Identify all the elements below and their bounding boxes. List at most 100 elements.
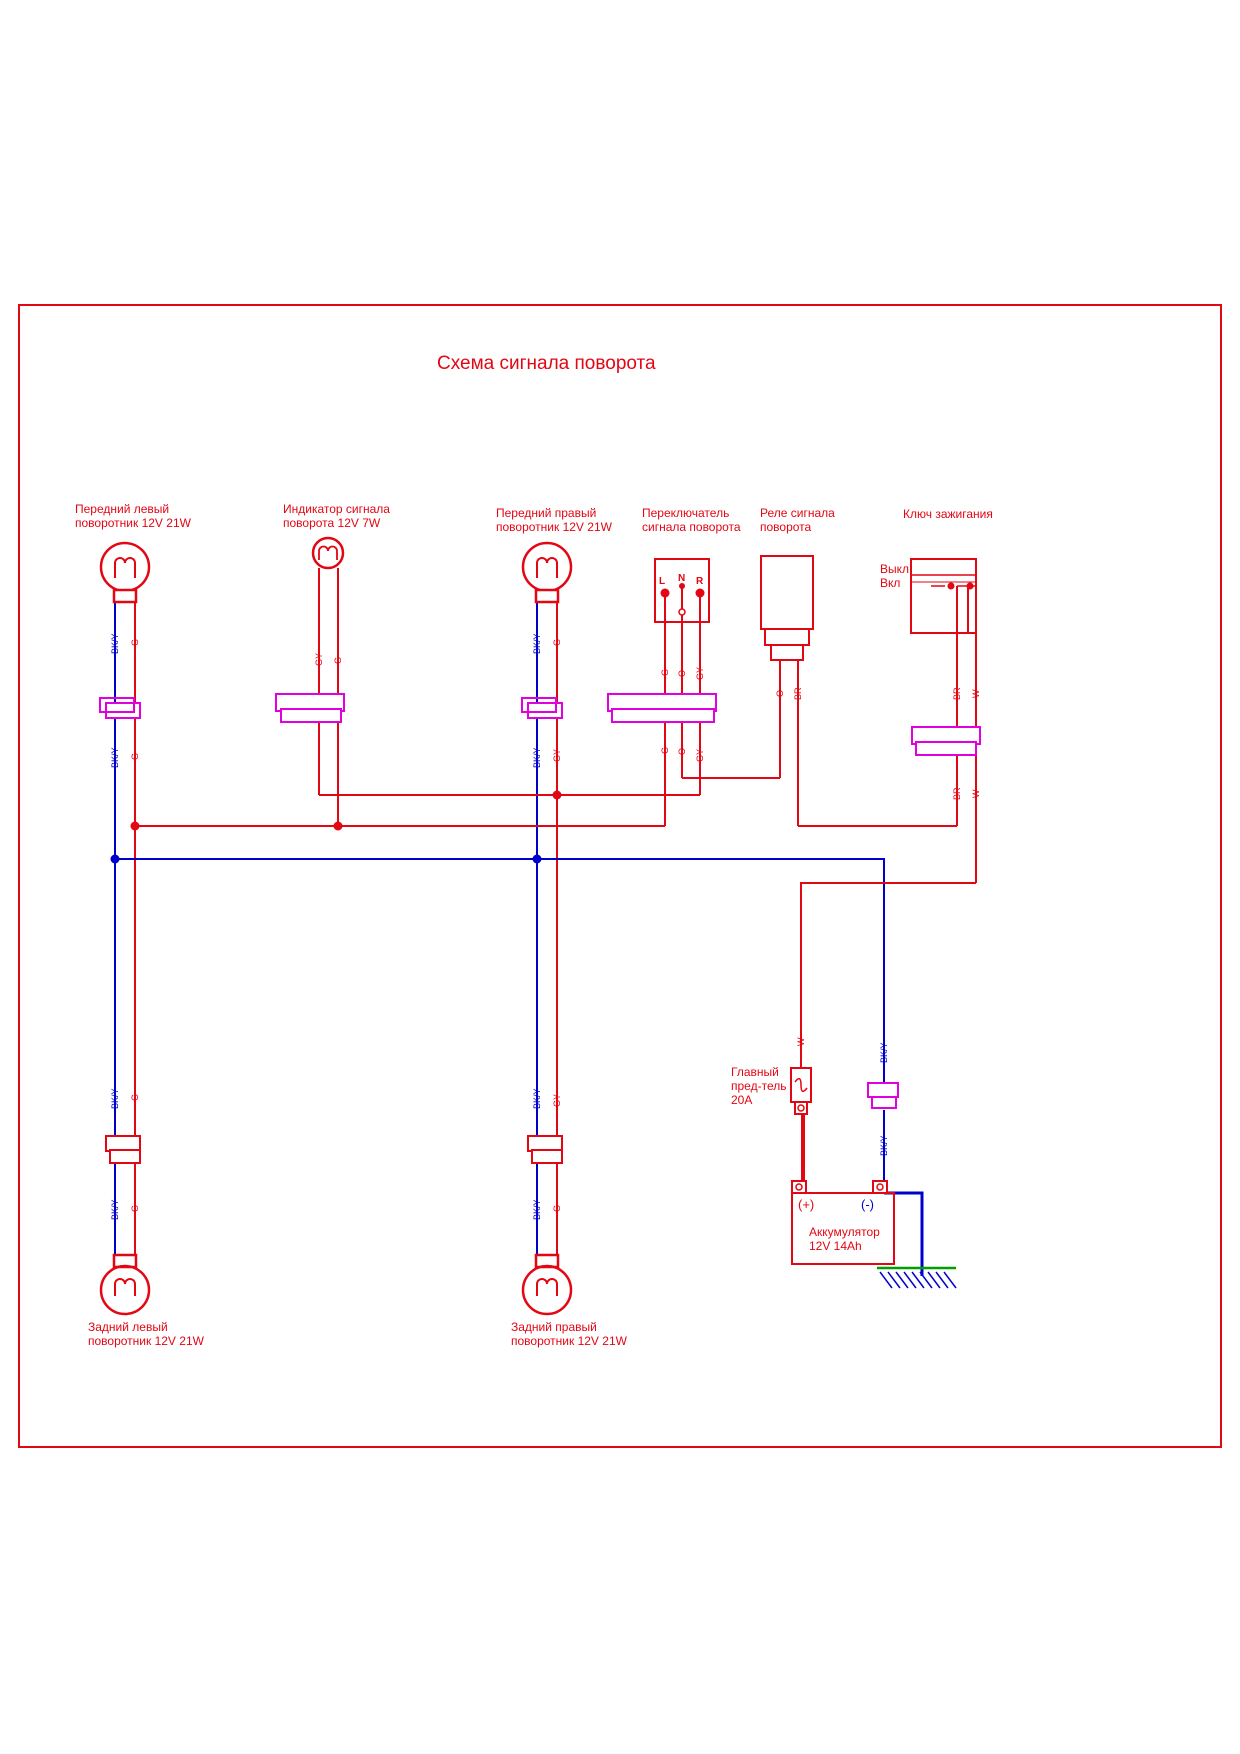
wire-code: G xyxy=(130,1205,140,1212)
svg-text:Передний правый: Передний правый xyxy=(496,506,596,520)
wire-code: GY xyxy=(552,749,562,762)
bus-w xyxy=(800,882,976,1075)
battery-name: Аккумулятор xyxy=(809,1225,880,1239)
wire-code: BK/Y xyxy=(110,1088,120,1109)
connector-front-right xyxy=(527,702,563,719)
wire-code: O xyxy=(677,748,687,755)
svg-text:поворотник 12V 21W: поворотник 12V 21W xyxy=(88,1334,205,1348)
wire-code: BK/Y xyxy=(532,633,542,654)
svg-text:поворотник 12V 21W: поворотник 12V 21W xyxy=(75,516,192,530)
rear-right-lamp xyxy=(521,1253,573,1316)
battery-plus-label: (+) xyxy=(798,1197,814,1212)
wire-code: BK/Y xyxy=(879,1135,889,1156)
svg-text:Задний левый: Задний левый xyxy=(88,1320,168,1334)
svg-text:L: L xyxy=(659,576,665,587)
relay-label: Реле сигнала поворота xyxy=(760,506,835,534)
ignition-label: Ключ зажигания xyxy=(903,507,993,521)
wire-code: BK/Y xyxy=(879,1042,889,1063)
ignition-on-label: Вкл xyxy=(880,576,900,590)
svg-text:20А: 20А xyxy=(731,1093,752,1107)
connector-rear-right xyxy=(527,1135,563,1152)
wire-code-labels: BK/Y G BK/Y G GY G BK/Y G BK/Y GY G O GY… xyxy=(110,633,981,1220)
wire-code: G xyxy=(660,669,670,676)
junction-dot xyxy=(552,790,562,800)
svg-text:Задний правый: Задний правый xyxy=(511,1320,597,1334)
svg-text:поворота 12V 7W: поворота 12V 7W xyxy=(283,516,381,530)
wire-code: O xyxy=(775,690,785,697)
turn-signal-relay xyxy=(760,555,814,661)
wire-code: W xyxy=(971,789,981,798)
rear-right-label: Задний правый поворотник 12V 21W xyxy=(511,1320,628,1348)
wire-code: BK/Y xyxy=(110,1199,120,1220)
fuse-icon xyxy=(794,1077,808,1093)
svg-text:R: R xyxy=(696,576,704,587)
wires xyxy=(114,568,977,1276)
wire-code: G xyxy=(552,639,562,646)
junctions xyxy=(110,790,562,864)
junction-dot xyxy=(532,854,542,864)
front-right-label: Передний правый поворотник 12V 21W xyxy=(496,506,613,534)
main-fuse xyxy=(790,1067,812,1115)
battery-spec: 12V 14Ah xyxy=(809,1239,862,1253)
svg-text:Реле сигнала: Реле сигнала xyxy=(760,506,835,520)
svg-text:пред-тель: пред-тель xyxy=(731,1079,786,1093)
wire-code: GY xyxy=(695,667,705,680)
ground-wire xyxy=(884,1191,924,1276)
svg-text:Переключатель: Переключатель xyxy=(642,506,729,520)
battery: (+) (-) Аккумулятор 12V 14Ah xyxy=(791,1180,895,1265)
turn-signal-switch: L N R xyxy=(654,558,710,623)
filament-icon xyxy=(114,557,136,578)
wire-code: GY xyxy=(552,1094,562,1107)
bus-bky xyxy=(115,858,885,1088)
ignition-off-label: Выкл xyxy=(880,562,909,576)
connector-rear-left xyxy=(105,1135,141,1152)
svg-text:сигнала поворота: сигнала поворота xyxy=(642,520,741,534)
svg-text:Главный: Главный xyxy=(731,1065,779,1079)
switch-label: Переключатель сигнала поворота xyxy=(642,506,741,534)
connector-front-left xyxy=(105,702,141,719)
wire-code: BR xyxy=(952,687,962,700)
wire-code: GY xyxy=(314,653,324,666)
wire-code: BR xyxy=(793,687,803,700)
wire-code: BR xyxy=(952,787,962,800)
wire-code: BK/Y xyxy=(110,747,120,768)
wire-code: BK/Y xyxy=(110,633,120,654)
rear-left-lamp xyxy=(99,1253,151,1316)
front-right-lamp xyxy=(521,541,573,604)
wire-code: G xyxy=(130,639,140,646)
wire-code: G xyxy=(660,747,670,754)
connector-battery-negative xyxy=(867,1082,899,1098)
connectors xyxy=(99,693,981,1164)
filament-icon xyxy=(318,545,338,560)
junction-dot xyxy=(110,854,120,864)
ground-icon xyxy=(877,1266,957,1289)
drawing-frame xyxy=(18,304,1222,1448)
front-left-label: Передний левый поворотник 12V 21W xyxy=(75,502,192,530)
filament-icon xyxy=(114,1278,136,1296)
junction-dot xyxy=(333,821,343,831)
junction-dot xyxy=(130,821,140,831)
battery-minus-label: (-) xyxy=(861,1197,874,1212)
wire-code: BK/Y xyxy=(532,1199,542,1220)
wire-code: G xyxy=(552,1205,562,1212)
wire-code: BK/Y xyxy=(532,1088,542,1109)
wire-code: O xyxy=(677,670,687,677)
indicator-lamp xyxy=(311,536,345,570)
diagram-title: Схема сигнала поворота xyxy=(437,353,656,374)
svg-text:поворотник 12V 21W: поворотник 12V 21W xyxy=(496,520,613,534)
svg-text:поворота: поворота xyxy=(760,520,812,534)
filament-icon xyxy=(536,1278,558,1296)
fuse-label: Главный пред-тель 20А xyxy=(731,1065,786,1107)
svg-text:N: N xyxy=(678,573,685,584)
wire-code: G xyxy=(130,753,140,760)
wire-code: G xyxy=(333,657,343,664)
wire-code: GY xyxy=(695,749,705,762)
svg-text:поворотник 12V 21W: поворотник 12V 21W xyxy=(511,1334,628,1348)
rear-left-label: Задний левый поворотник 12V 21W xyxy=(88,1320,205,1348)
svg-text:Передний левый: Передний левый xyxy=(75,502,169,516)
wire-code: G xyxy=(130,1094,140,1101)
filament-icon xyxy=(536,557,558,578)
wire-code: W xyxy=(971,689,981,698)
wire-code: W xyxy=(796,1037,806,1046)
